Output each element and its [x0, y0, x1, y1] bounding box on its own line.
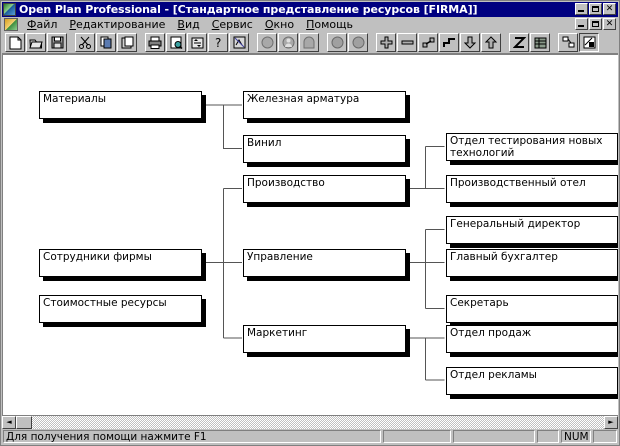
- scroll-right-arrow-icon[interactable]: ►: [604, 416, 618, 429]
- node-materialy[interactable]: Материалы: [39, 91, 202, 119]
- node-zheleznaya-armatura[interactable]: Железная арматура: [243, 91, 406, 119]
- minimize-button[interactable]: [575, 3, 588, 15]
- svg-text:?: ?: [215, 36, 221, 49]
- horizontal-scrollbar[interactable]: ◄ ►: [2, 415, 618, 429]
- scroll-left-arrow-icon[interactable]: ◄: [2, 416, 16, 429]
- toolbar: ?: [2, 32, 618, 54]
- node-label: Производство: [247, 177, 325, 189]
- menu-item-tools[interactable]: Сервис: [211, 18, 253, 31]
- window-title: Open Plan Professional - [Стандартное пр…: [19, 3, 478, 16]
- resource-circle-icon[interactable]: [257, 33, 277, 52]
- scroll-track[interactable]: [32, 416, 604, 429]
- diagram-client-area[interactable]: Материалы Железная арматура Винил Отдел …: [2, 54, 618, 415]
- node-upravlenie[interactable]: Управление: [243, 249, 406, 277]
- status-panel-c: [537, 430, 559, 443]
- step-icon[interactable]: [439, 33, 459, 52]
- menu-item-view-rest: ид: [184, 18, 200, 31]
- node-label: Железная арматура: [247, 93, 360, 105]
- node-label: Главный бухгалтер: [450, 251, 558, 263]
- status-panel-a: [383, 430, 451, 443]
- menu-item-tools-rest: ервис: [219, 18, 253, 31]
- print-icon[interactable]: [145, 33, 165, 52]
- node-label: Производственный отел: [450, 177, 586, 189]
- node-generalnyy-direktor[interactable]: Генеральный директор: [446, 216, 618, 244]
- node-stoimostnye-resursy[interactable]: Стоимостные ресурсы: [39, 295, 202, 323]
- node-label: Сотрудники фирмы: [43, 251, 152, 263]
- node-label: Отдел продаж: [450, 327, 532, 339]
- filled-circle-2-icon[interactable]: [348, 33, 368, 52]
- status-bar: Для получения помощи нажмите F1 NUM: [2, 429, 618, 444]
- node-label: Отдел тестирования новых технологий: [450, 135, 603, 159]
- child-restore-button[interactable]: [589, 18, 602, 30]
- node-marketing[interactable]: Маркетинг: [243, 325, 406, 353]
- node-vinil[interactable]: Винил: [243, 135, 406, 163]
- status-panel-d: [593, 430, 617, 443]
- node-label: Генеральный директор: [450, 218, 581, 230]
- resource-shape-icon[interactable]: [299, 33, 319, 52]
- copy-icon[interactable]: [96, 33, 116, 52]
- menu-bar: Файл Редактирование Вид Сервис Окно Помо…: [2, 17, 618, 32]
- node-otdel-prodazh[interactable]: Отдел продаж: [446, 325, 618, 353]
- remove-minus-icon[interactable]: [397, 33, 417, 52]
- move-down-icon[interactable]: [460, 33, 480, 52]
- cut-scissors-icon[interactable]: [75, 33, 95, 52]
- menu-item-help[interactable]: Помощь: [306, 18, 353, 31]
- node-label: Секретарь: [450, 297, 509, 309]
- child-minimize-button[interactable]: [575, 18, 588, 30]
- menu-item-edit-rest: едактирование: [76, 18, 166, 31]
- help-question-icon[interactable]: ?: [208, 33, 228, 52]
- network-view-icon[interactable]: [558, 33, 578, 52]
- node-label: Управление: [247, 251, 313, 263]
- menu-item-edit[interactable]: Редактирование: [69, 18, 166, 31]
- what-is-this-icon[interactable]: [229, 33, 249, 52]
- menu-item-help-rest: омощь: [314, 18, 353, 31]
- node-label: Маркетинг: [247, 327, 308, 339]
- title-bar: Open Plan Professional - [Стандартное пр…: [2, 2, 618, 17]
- mdi-child-controls: ✕: [574, 18, 616, 30]
- node-label: Материалы: [43, 93, 106, 105]
- window-controls: ✕: [574, 3, 616, 15]
- node-proizvodstvennyy-otdel[interactable]: Производственный отел: [446, 175, 618, 203]
- resource-person-icon[interactable]: [278, 33, 298, 52]
- link-icon[interactable]: [418, 33, 438, 52]
- node-label: Стоимостные ресурсы: [43, 297, 167, 309]
- resize-view-icon[interactable]: [579, 33, 599, 52]
- node-sotrudniki-firmy[interactable]: Сотрудники фирмы: [39, 249, 202, 277]
- menu-item-file[interactable]: Файл: [27, 18, 58, 31]
- menu-item-window[interactable]: Окно: [264, 18, 295, 31]
- node-glavnyy-buhgalter[interactable]: Главный бухгалтер: [446, 249, 618, 277]
- open-folder-icon[interactable]: [26, 33, 46, 52]
- paste-icon[interactable]: [117, 33, 137, 52]
- status-message: Для получения помощи нажмите F1: [3, 430, 381, 443]
- print-preview-icon[interactable]: [166, 33, 186, 52]
- spreadsheet-icon[interactable]: [530, 33, 550, 52]
- status-num-indicator: NUM: [561, 430, 591, 443]
- new-file-icon[interactable]: [5, 33, 25, 52]
- child-close-button[interactable]: ✕: [603, 18, 616, 30]
- status-panel-b: [453, 430, 535, 443]
- filled-circle-icon[interactable]: [327, 33, 347, 52]
- org-chart-canvas: Материалы Железная арматура Винил Отдел …: [3, 55, 618, 415]
- maximize-button[interactable]: [589, 3, 602, 15]
- node-sekretar[interactable]: Секретарь: [446, 295, 618, 323]
- node-otdel-testirovaniya[interactable]: Отдел тестирования новых технологий: [446, 133, 618, 161]
- node-otdel-reklamy[interactable]: Отдел рекламы: [446, 367, 618, 395]
- add-plus-icon[interactable]: [376, 33, 396, 52]
- app-icon: [3, 3, 16, 16]
- menu-item-file-rest: айл: [36, 18, 58, 31]
- save-disk-icon[interactable]: [47, 33, 67, 52]
- menu-item-window-rest: кно: [273, 18, 295, 31]
- sort-icon[interactable]: [187, 33, 207, 52]
- move-up-icon[interactable]: [481, 33, 501, 52]
- document-icon[interactable]: [4, 18, 18, 31]
- node-label: Отдел рекламы: [450, 369, 537, 381]
- scroll-thumb[interactable]: [16, 416, 32, 429]
- close-button[interactable]: ✕: [603, 3, 616, 15]
- zigzag-icon[interactable]: [509, 33, 529, 52]
- menu-item-view[interactable]: Вид: [177, 18, 200, 31]
- node-label: Винил: [247, 137, 282, 149]
- node-proizvodstvo[interactable]: Производство: [243, 175, 406, 203]
